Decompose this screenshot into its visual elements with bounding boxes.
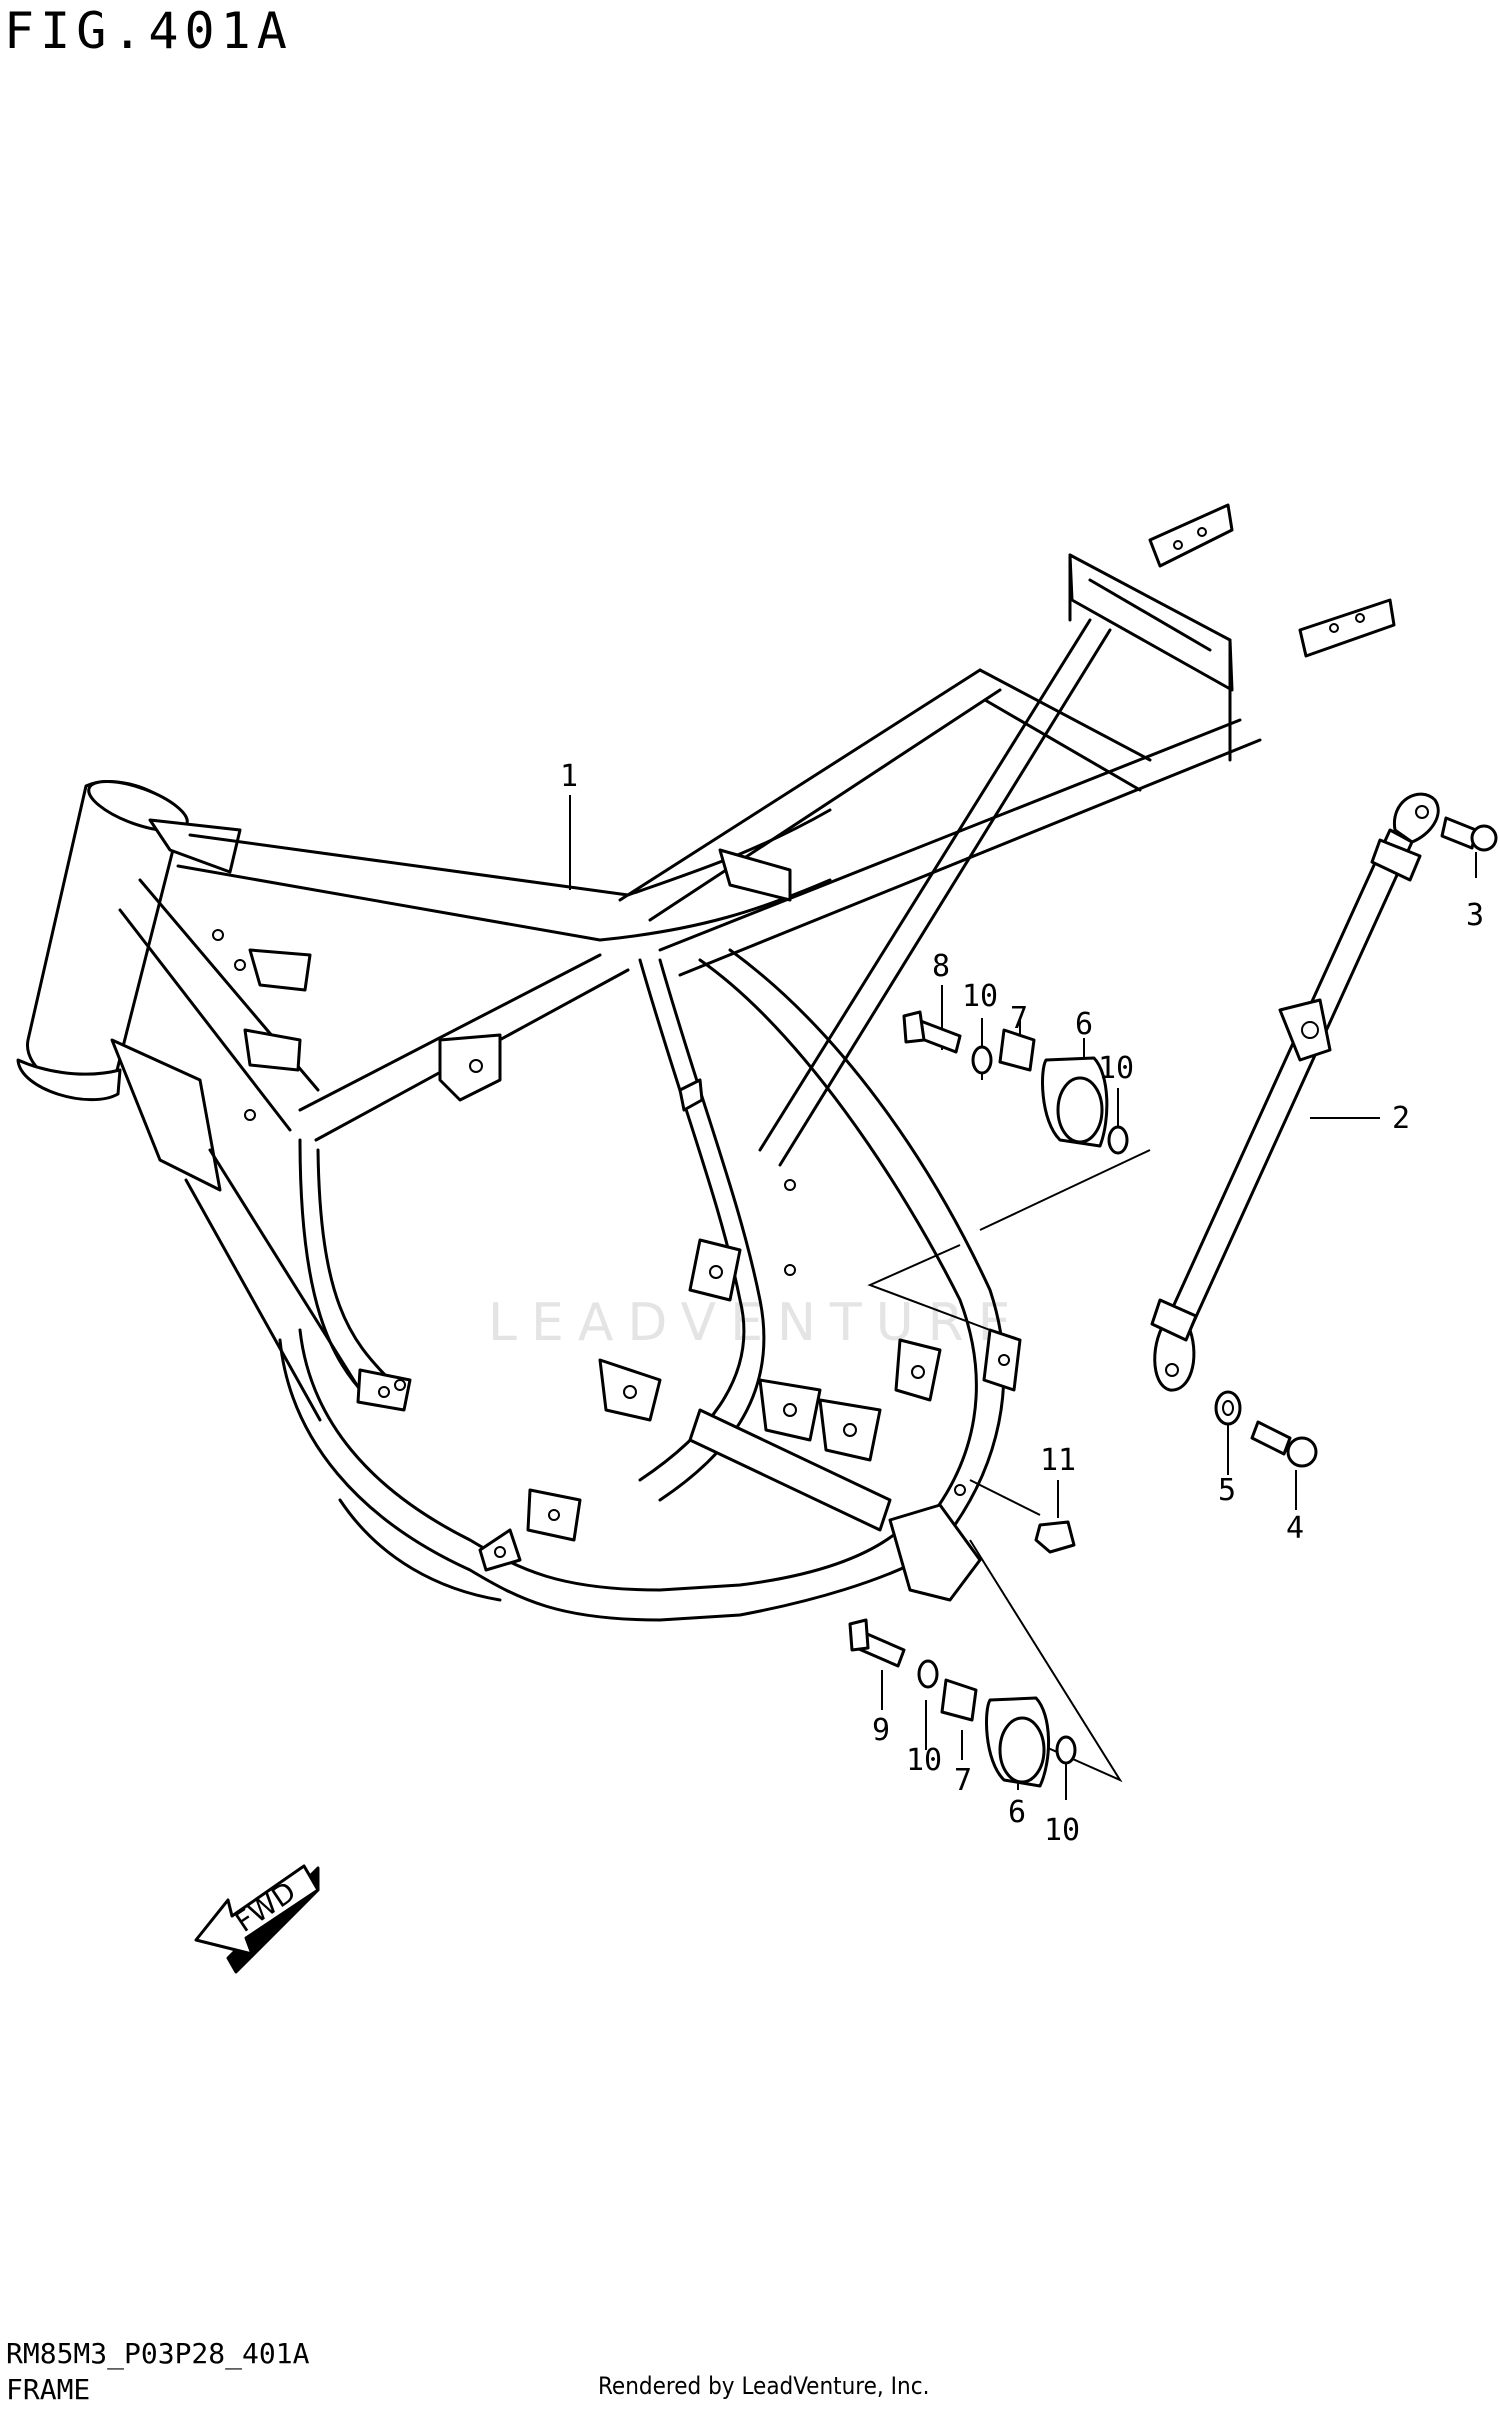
- engine-mount-tab-5: [894, 1338, 942, 1402]
- collar-7b: [940, 1678, 978, 1722]
- down-gusset: [110, 1038, 222, 1192]
- rear-rod-tab: [1278, 998, 1332, 1062]
- engine-mount-tab-2: [598, 1358, 662, 1422]
- bolt-3: [1440, 816, 1478, 850]
- down-tube-b: [184, 1178, 322, 1422]
- callout-7b: 7: [954, 1763, 972, 1798]
- rear-rod-sleeve-bottom: [1150, 1298, 1198, 1342]
- rear-loop-inner: [1088, 578, 1212, 652]
- cradle-lower-edge: [338, 1498, 502, 1602]
- watermark-text: LEADVENTURE: [488, 1293, 1025, 1353]
- engine-mount-tab-1: [688, 1238, 742, 1302]
- seat-cross-a: [978, 668, 1152, 762]
- render-credit: Rendered by LeadVenture, Inc.: [598, 2372, 930, 2400]
- top-tube-upper: [188, 833, 630, 897]
- cradle-inner: [298, 1328, 902, 1592]
- rear-rod-top-eye: [1393, 792, 1440, 844]
- callout-7a: 7: [1010, 1001, 1028, 1036]
- callout-1: 1: [560, 759, 578, 794]
- rear-rod-sleeve-top: [1370, 838, 1422, 882]
- center-tab: [678, 1078, 704, 1112]
- fwd-arrow: FWD: [194, 1864, 320, 1974]
- callout-8: 8: [932, 949, 950, 984]
- callout-6b: 6: [1008, 1795, 1026, 1830]
- rear-tab-upper: [1148, 503, 1234, 568]
- seat-rail-lower-a: [658, 718, 1242, 952]
- collar-7a: [998, 1028, 1036, 1072]
- main-rail-b: [118, 908, 292, 1132]
- seat-stay-b: [778, 628, 1112, 1167]
- engine-mount-tab-7: [526, 1488, 582, 1542]
- callout-3: 3: [1466, 898, 1484, 933]
- rear-down-b: [728, 948, 1006, 1547]
- rear-down-a: [698, 958, 978, 1532]
- lower-mount-hardware: [848, 1618, 1077, 1788]
- rear-loop: [1068, 553, 1234, 692]
- callout-6a: 6: [1075, 1007, 1093, 1042]
- engine-mount-tab-9: [478, 1528, 522, 1572]
- assembly-line-11: [969, 1479, 1041, 1516]
- seat-cross-b: [983, 698, 1142, 792]
- seat-stay-a: [758, 618, 1092, 1152]
- engine-mount-tab-4: [818, 1398, 882, 1462]
- callout-10b: 10: [1098, 1051, 1134, 1086]
- engine-mount-tab-3: [758, 1378, 822, 1442]
- washer-10c: [917, 1659, 939, 1689]
- upper-mount-hardware: [902, 1010, 1129, 1155]
- pivot-cross-bar: [688, 1408, 892, 1532]
- diagram-name: FRAME: [6, 2373, 91, 2406]
- fwd-arrow-body: [194, 1864, 320, 1956]
- washer-10a: [971, 1045, 993, 1075]
- callout-11: 11: [1040, 1443, 1076, 1478]
- washer-10d: [1055, 1735, 1077, 1765]
- left-lower-a: [298, 1138, 372, 1402]
- assembly-line-upper: [867, 1149, 1151, 1331]
- seat-rail-upper-a: [618, 668, 982, 902]
- callout-10d: 10: [1044, 1813, 1080, 1848]
- spine-bottom: [598, 878, 832, 942]
- upper-bracket: [718, 848, 792, 902]
- head-gusset: [148, 818, 242, 874]
- top-tube-lower: [176, 864, 602, 942]
- cross-tube-a: [298, 953, 602, 1112]
- callout-5: 5: [1218, 1473, 1236, 1508]
- rear-rod-assembly: [1034, 792, 1498, 1554]
- callout-10a: 10: [962, 979, 998, 1014]
- washer-10b: [1107, 1125, 1129, 1155]
- cradle-outer: [278, 1338, 922, 1622]
- main-frame: [16, 503, 1396, 1622]
- callout-10c: 10: [906, 1743, 942, 1778]
- seat-rail-upper-b: [648, 688, 1002, 922]
- callout-labels: 1 2 3 4 5 6 6 7 7 8 9 10 10 10 10 11: [560, 759, 1484, 1848]
- rear-rod: [1166, 828, 1414, 1332]
- clamp-bracket-1: [248, 948, 312, 992]
- nut-11: [1034, 1520, 1076, 1554]
- engine-mount-tab-6: [982, 1328, 1022, 1392]
- diagram-code: RM85M3_P03P28_401A: [6, 2337, 310, 2370]
- washer-5: [1214, 1390, 1242, 1426]
- callout-4: 4: [1286, 1511, 1304, 1546]
- steering-head-bottom: [16, 1058, 122, 1102]
- swingarm-pivot-block: [888, 1503, 982, 1602]
- left-lower-b: [316, 1148, 392, 1382]
- clamp-bracket-2: [243, 1028, 302, 1072]
- callout-2: 2: [1392, 1101, 1410, 1136]
- figure-title: FIG.401A: [4, 2, 293, 60]
- rear-tab-lower: [1298, 598, 1396, 658]
- bolt-4: [1250, 1420, 1292, 1456]
- callout-9: 9: [872, 1713, 890, 1748]
